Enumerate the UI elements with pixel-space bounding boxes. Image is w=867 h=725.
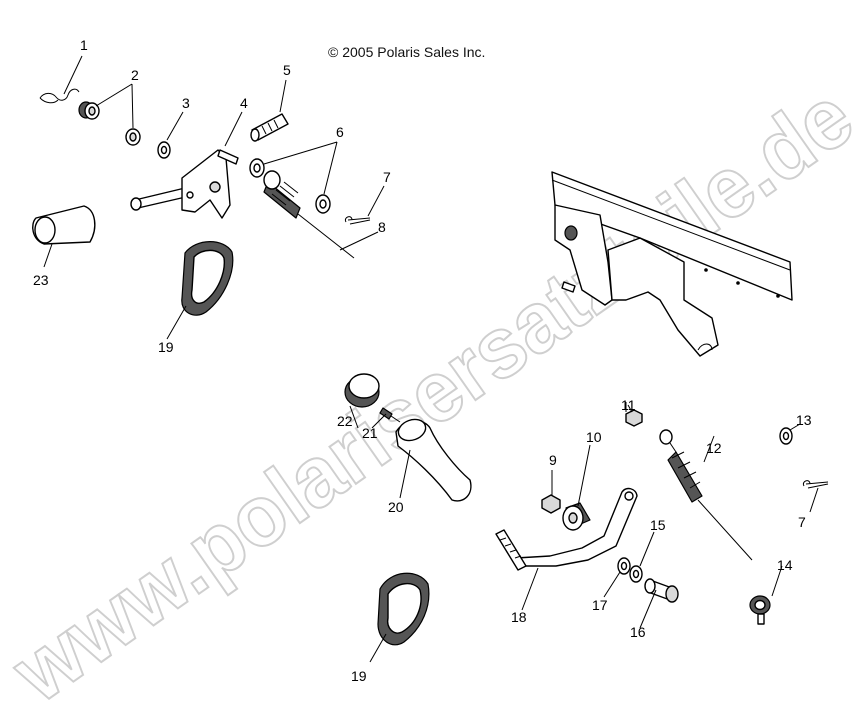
callout-12: 12 bbox=[706, 440, 722, 456]
rubber-boot-lower bbox=[377, 572, 430, 646]
callout-5: 5 bbox=[283, 62, 291, 78]
callout-4: 4 bbox=[240, 95, 248, 111]
washer-13 bbox=[779, 427, 793, 445]
callout-10: 10 bbox=[586, 429, 602, 445]
washer-3 bbox=[157, 141, 171, 159]
set-screw bbox=[379, 407, 401, 423]
pivot-bolt bbox=[644, 578, 679, 603]
callout-labels: 1 2 3 4 5 6 7 8 9 10 11 12 13 14 15 16 1… bbox=[33, 37, 812, 684]
callout-13: 13 bbox=[796, 412, 812, 428]
callout-9: 9 bbox=[549, 452, 557, 468]
cotter-pin-a bbox=[344, 216, 371, 225]
washer-15 bbox=[629, 565, 643, 583]
callout-20: 20 bbox=[388, 499, 404, 515]
rubber-boot-upper bbox=[181, 241, 234, 316]
hair-pin-clip bbox=[39, 88, 80, 104]
callout-8: 8 bbox=[378, 219, 386, 235]
washer-6b bbox=[315, 194, 331, 214]
callout-18: 18 bbox=[511, 609, 527, 625]
callout-6: 6 bbox=[336, 124, 344, 140]
brake-cable bbox=[659, 429, 753, 561]
leader-lines bbox=[43, 55, 819, 663]
callout-3: 3 bbox=[182, 95, 190, 111]
callout-19b: 19 bbox=[351, 668, 367, 684]
washer-17 bbox=[617, 557, 631, 575]
callout-21: 21 bbox=[362, 425, 378, 441]
shift-lever-arm bbox=[130, 149, 239, 219]
knob-cap bbox=[344, 373, 380, 408]
callout-1: 1 bbox=[80, 37, 88, 53]
shift-cable bbox=[263, 170, 355, 259]
callout-2: 2 bbox=[131, 67, 139, 83]
callout-11: 11 bbox=[621, 397, 636, 413]
washer-6a bbox=[249, 158, 265, 178]
spacer-10 bbox=[562, 502, 591, 531]
bushing-right bbox=[125, 128, 141, 146]
callout-22: 22 bbox=[337, 413, 353, 429]
shift-knob bbox=[32, 205, 96, 245]
callout-15: 15 bbox=[650, 517, 666, 533]
callout-7b: 7 bbox=[798, 514, 806, 530]
callout-23: 23 bbox=[33, 272, 49, 288]
bushing-left bbox=[78, 101, 100, 120]
watermark: www.polarisersatzteile.de bbox=[0, 68, 867, 720]
cotter-pin-b bbox=[802, 480, 829, 489]
brake-pedal bbox=[495, 487, 638, 571]
callout-16: 16 bbox=[630, 624, 646, 640]
nut-11 bbox=[625, 409, 643, 427]
callout-7a: 7 bbox=[383, 169, 391, 185]
handle-grip bbox=[395, 418, 472, 502]
spring bbox=[250, 113, 289, 142]
cable-clamp bbox=[749, 595, 771, 625]
copyright-notice: © 2005 Polaris Sales Inc. bbox=[328, 44, 486, 60]
frame-bracket bbox=[551, 171, 793, 357]
callout-14: 14 bbox=[777, 557, 793, 573]
callout-19a: 19 bbox=[158, 339, 174, 355]
nut-9 bbox=[541, 494, 561, 514]
callout-17: 17 bbox=[592, 597, 608, 613]
